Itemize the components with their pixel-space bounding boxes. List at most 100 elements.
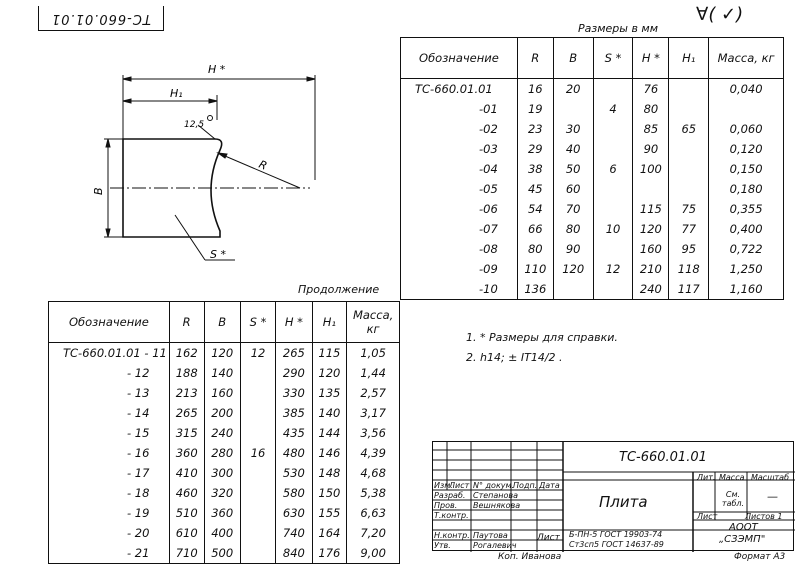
cell-H1: 146 bbox=[311, 443, 348, 463]
sheet-label: Лист bbox=[697, 512, 718, 521]
header-R: R bbox=[516, 37, 554, 79]
cell-H1: 155 bbox=[311, 503, 348, 523]
cell-S bbox=[239, 543, 277, 564]
dim-S-label: S * bbox=[210, 248, 226, 261]
inverted-doc-stamp: ТС-660.01.01 bbox=[38, 6, 164, 31]
scale-value: — bbox=[767, 490, 778, 503]
cell-des: - 21 bbox=[48, 543, 170, 564]
cell-H1: 118 bbox=[668, 259, 710, 279]
cell-H1: 120 bbox=[311, 363, 348, 383]
part-drawing: H * H₁ 12,5 R B S * bbox=[92, 63, 316, 261]
cell-H1 bbox=[668, 179, 710, 199]
note-2: 2. h14; ± IT14/2 . bbox=[466, 351, 563, 364]
lower-table-caption: Продолжение bbox=[298, 283, 380, 296]
cell-H: 80 bbox=[632, 99, 670, 119]
cell-R: 110 bbox=[516, 259, 554, 279]
mass-value: См. табл. bbox=[721, 490, 745, 508]
col-izm: Изм. bbox=[434, 481, 453, 490]
cell-H1: 65 bbox=[668, 119, 710, 139]
sheets-count: Листов 1 bbox=[745, 512, 783, 521]
cell-des: - 18 bbox=[48, 483, 170, 503]
cell-S bbox=[592, 279, 634, 300]
cell-B: 30 bbox=[552, 119, 594, 139]
title-doc-number: ТС-660.01.01 bbox=[619, 450, 707, 465]
cell-R: 510 bbox=[168, 503, 205, 523]
header-mass: Масса, кг bbox=[708, 37, 784, 79]
cell-S: 16 bbox=[239, 443, 277, 463]
cell-des: -03 bbox=[400, 139, 518, 159]
roughness-symbol: ∀( ✓) bbox=[696, 4, 744, 25]
cell-des: - 12 bbox=[48, 363, 170, 383]
cell-mass: 9,00 bbox=[346, 543, 400, 564]
cell-H: 580 bbox=[275, 483, 313, 503]
title-part-name: Плита bbox=[599, 493, 648, 511]
cell-B: 320 bbox=[203, 483, 241, 503]
header-H: H * bbox=[632, 37, 670, 79]
cell-H1 bbox=[668, 78, 710, 99]
cell-S bbox=[239, 403, 277, 423]
header-R: R bbox=[168, 301, 205, 343]
razrab-name: Степанова bbox=[473, 491, 519, 500]
col-ndokum: N° докум. bbox=[473, 481, 515, 490]
cell-B: 300 bbox=[203, 463, 241, 483]
cell-H1: 135 bbox=[311, 383, 348, 403]
nkontr-name: Паутова bbox=[473, 531, 508, 540]
cell-mass: 0,040 bbox=[708, 78, 784, 99]
cell-S bbox=[239, 523, 277, 543]
cell-S bbox=[592, 179, 634, 199]
cell-R: 29 bbox=[516, 139, 554, 159]
cell-B: 160 bbox=[203, 383, 241, 403]
dim-H-label: H * bbox=[208, 63, 226, 76]
cell-H: 210 bbox=[632, 259, 670, 279]
cell-H1 bbox=[668, 159, 710, 179]
cell-H1: 117 bbox=[668, 279, 710, 300]
upper-size-table: Обозначение R B S * H * H₁ Масса, кг ТС-… bbox=[400, 37, 784, 300]
header-B: B bbox=[552, 37, 594, 79]
cell-H: 630 bbox=[275, 503, 313, 523]
cell-S bbox=[239, 483, 277, 503]
title-block: ТС-660.01.01 Плита Лит. Масса Масштаб См… bbox=[432, 441, 795, 552]
cell-H: 240 bbox=[632, 279, 670, 300]
cell-R: 38 bbox=[516, 159, 554, 179]
cell-B: 70 bbox=[552, 199, 594, 219]
cell-des: -04 bbox=[400, 159, 518, 179]
material-line-2: Ст3сп5 ГОСТ 14637-89 bbox=[569, 540, 664, 549]
cell-R: 23 bbox=[516, 119, 554, 139]
lit-label: Лит. bbox=[697, 473, 716, 482]
cell-des: ТС-660.01.01 bbox=[400, 78, 518, 99]
cell-H1: 77 bbox=[668, 219, 710, 239]
cell-H: 530 bbox=[275, 463, 313, 483]
cell-H1: 150 bbox=[311, 483, 348, 503]
cell-H1: 115 bbox=[311, 342, 348, 363]
scale-label: Масштаб bbox=[751, 473, 790, 482]
cell-H1: 75 bbox=[668, 199, 710, 219]
header-designation: Обозначение bbox=[48, 301, 170, 343]
lower-size-table: Обозначение R B S * H * H₁ Масса, кг ТС-… bbox=[48, 301, 400, 564]
cell-H: 480 bbox=[275, 443, 313, 463]
header-B: B bbox=[203, 301, 241, 343]
header-designation: Обозначение bbox=[400, 37, 518, 79]
header-H1: H₁ bbox=[668, 37, 710, 79]
cell-mass: 7,20 bbox=[346, 523, 400, 543]
cell-S bbox=[239, 383, 277, 403]
cell-H: 100 bbox=[632, 159, 670, 179]
cell-B: 360 bbox=[203, 503, 241, 523]
cell-des: -01 bbox=[400, 99, 518, 119]
cell-des: - 20 bbox=[48, 523, 170, 543]
cell-H: 330 bbox=[275, 383, 313, 403]
material-line-1: Б-ПН-5 ГОСТ 19903-74 bbox=[569, 530, 663, 539]
cell-S: 12 bbox=[592, 259, 634, 279]
cell-mass: 1,160 bbox=[708, 279, 784, 300]
header-S: S * bbox=[239, 301, 277, 343]
cell-S: 10 bbox=[592, 219, 634, 239]
